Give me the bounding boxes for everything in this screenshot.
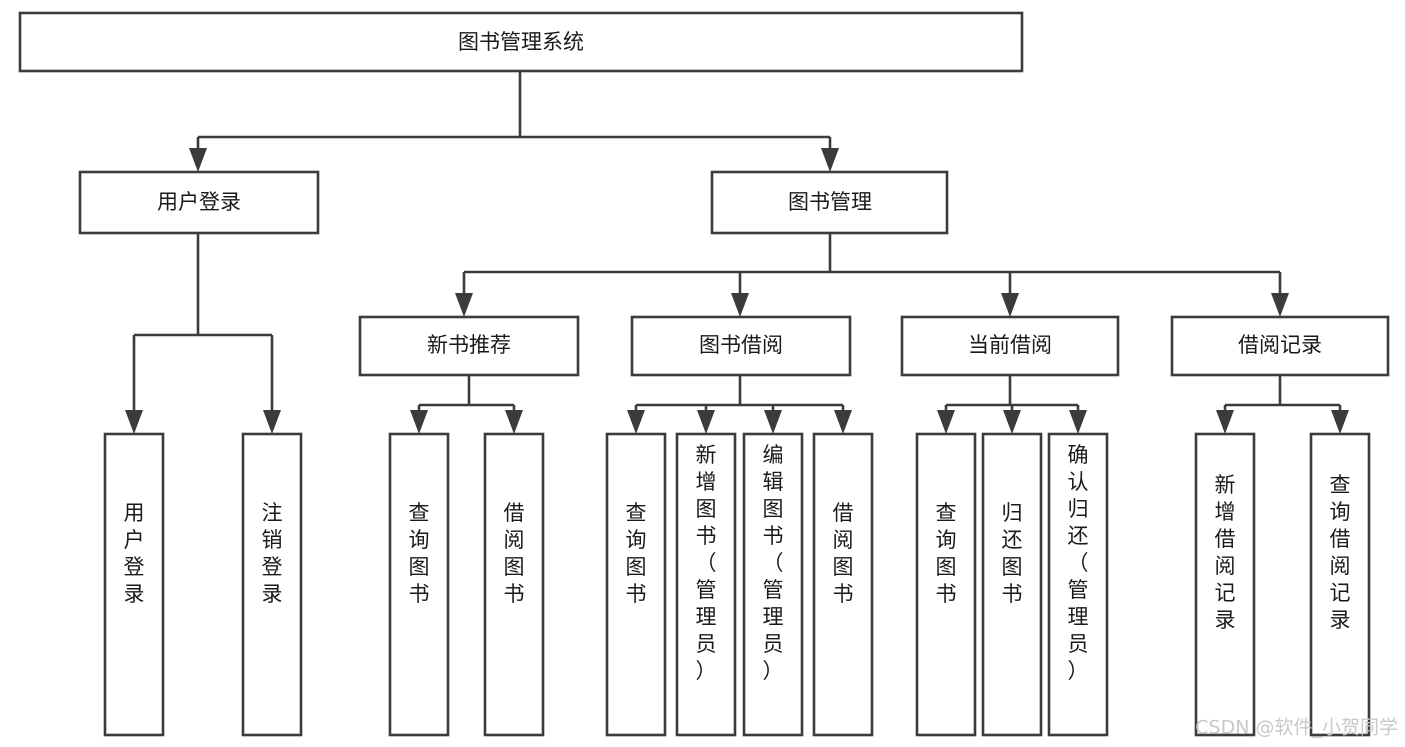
arrow-head-add-book-admin	[697, 410, 715, 434]
arrow-head-user-login	[189, 148, 207, 172]
node-query-book-3-box[interactable]	[915, 432, 977, 737]
node-edit-book-admin-box[interactable]	[742, 432, 804, 737]
node-current-borrow-label: 当前借阅	[968, 333, 1052, 357]
arrow-head-book-borrow	[731, 293, 749, 317]
node-borrow-record[interactable]: 借阅记录	[1170, 315, 1390, 377]
node-confirm-return-admin-label: 确认归还（管理员）	[1068, 443, 1089, 683]
arrow-head-query-book-3	[937, 410, 955, 434]
arrow-head-new-book-recommend	[455, 293, 473, 317]
node-book-borrow-label: 图书借阅	[699, 333, 783, 357]
arrow-head-book-manage	[821, 148, 839, 172]
node-book-borrow[interactable]: 图书借阅	[630, 315, 852, 377]
node-query-book-2-label: 查询图书	[626, 501, 647, 606]
node-add-book-admin-label: 新增图书（管理员）	[696, 443, 717, 683]
node-user-login-do-label: 用户登录	[124, 501, 145, 606]
node-borrow-book-2[interactable]: 借阅图书	[812, 432, 874, 737]
node-add-book-admin[interactable]: 新增图书（管理员）	[675, 432, 737, 737]
node-new-book-recommend-label: 新书推荐	[427, 333, 511, 357]
node-confirm-return-admin-box[interactable]	[1047, 432, 1109, 737]
node-return-book-label: 归还图书	[1002, 501, 1023, 606]
node-query-book-1[interactable]: 查询图书	[388, 432, 450, 737]
arrow-head-current-borrow	[1001, 293, 1019, 317]
node-new-book-recommend[interactable]: 新书推荐	[358, 315, 580, 377]
node-edit-book-admin[interactable]: 编辑图书（管理员）	[742, 432, 804, 737]
node-query-book-2[interactable]: 查询图书	[605, 432, 667, 737]
node-query-borrow-record[interactable]: 查询借阅记录	[1309, 432, 1371, 737]
node-add-book-admin-box[interactable]	[675, 432, 737, 737]
node-add-borrow-record-box[interactable]	[1194, 432, 1256, 737]
node-user-login-box[interactable]	[78, 170, 320, 235]
arrow-head-borrow-record	[1271, 293, 1289, 317]
node-borrow-book-2-label: 借阅图书	[833, 501, 854, 606]
node-current-borrow-box[interactable]	[900, 315, 1120, 377]
node-new-book-recommend-box[interactable]	[358, 315, 580, 377]
node-add-borrow-record-label: 新增借阅记录	[1215, 473, 1236, 632]
node-query-book-3[interactable]: 查询图书	[915, 432, 977, 737]
node-book-borrow-box[interactable]	[630, 315, 852, 377]
arrow-head-borrow-book-1	[505, 410, 523, 434]
node-return-book[interactable]: 归还图书	[981, 432, 1043, 737]
arrow-head-query-borrow-record	[1331, 410, 1349, 434]
node-book-manage-label: 图书管理	[788, 190, 872, 214]
arrow-head-query-book-2	[627, 410, 645, 434]
watermark-label: CSDN @软件_小贺同学	[1195, 717, 1398, 739]
node-book-manage[interactable]: 图书管理	[710, 170, 949, 235]
node-borrow-book-1-box[interactable]	[483, 432, 545, 737]
node-user-login-do[interactable]: 用户登录	[103, 432, 165, 737]
node-borrow-record-label: 借阅记录	[1238, 333, 1322, 357]
node-root-box[interactable]	[18, 11, 1024, 73]
arrow-head-borrow-book-2	[834, 410, 852, 434]
arrow-head-add-borrow-record	[1216, 410, 1234, 434]
node-edit-book-admin-label: 编辑图书（管理员）	[763, 443, 784, 683]
arrow-head-confirm-return-admin	[1069, 410, 1087, 434]
node-book-manage-box[interactable]	[710, 170, 949, 235]
node-user-logout[interactable]: 注销登录	[241, 432, 303, 737]
connector-layer	[125, 71, 1349, 434]
node-user-login-do-box[interactable]	[103, 432, 165, 737]
node-return-book-box[interactable]	[981, 432, 1043, 737]
node-query-book-1-box[interactable]	[388, 432, 450, 737]
node-confirm-return-admin[interactable]: 确认归还（管理员）	[1047, 432, 1109, 737]
node-user-login-label: 用户登录	[157, 190, 241, 214]
node-borrow-book-2-box[interactable]	[812, 432, 874, 737]
node-root-label: 图书管理系统	[458, 30, 584, 54]
node-query-book-3-label: 查询图书	[936, 501, 957, 606]
node-query-borrow-record-label: 查询借阅记录	[1330, 473, 1351, 632]
node-root[interactable]: 图书管理系统	[18, 11, 1024, 73]
node-add-borrow-record[interactable]: 新增借阅记录	[1194, 432, 1256, 737]
arrow-head-user-logout	[263, 410, 281, 434]
node-query-borrow-record-box[interactable]	[1309, 432, 1371, 737]
arrow-head-edit-book-admin	[764, 410, 782, 434]
arrow-head-return-book	[1003, 410, 1021, 434]
node-query-book-1-label: 查询图书	[409, 501, 430, 606]
node-user-login[interactable]: 用户登录	[78, 170, 320, 235]
node-borrow-book-1-label: 借阅图书	[504, 501, 525, 606]
node-current-borrow[interactable]: 当前借阅	[900, 315, 1120, 377]
node-user-logout-label: 注销登录	[262, 501, 283, 606]
arrow-head-query-book-1	[410, 410, 428, 434]
arrow-head-user-login-do	[125, 410, 143, 434]
node-query-book-2-box[interactable]	[605, 432, 667, 737]
node-borrow-record-box[interactable]	[1170, 315, 1390, 377]
node-borrow-book-1[interactable]: 借阅图书	[483, 432, 545, 737]
node-user-logout-box[interactable]	[241, 432, 303, 737]
